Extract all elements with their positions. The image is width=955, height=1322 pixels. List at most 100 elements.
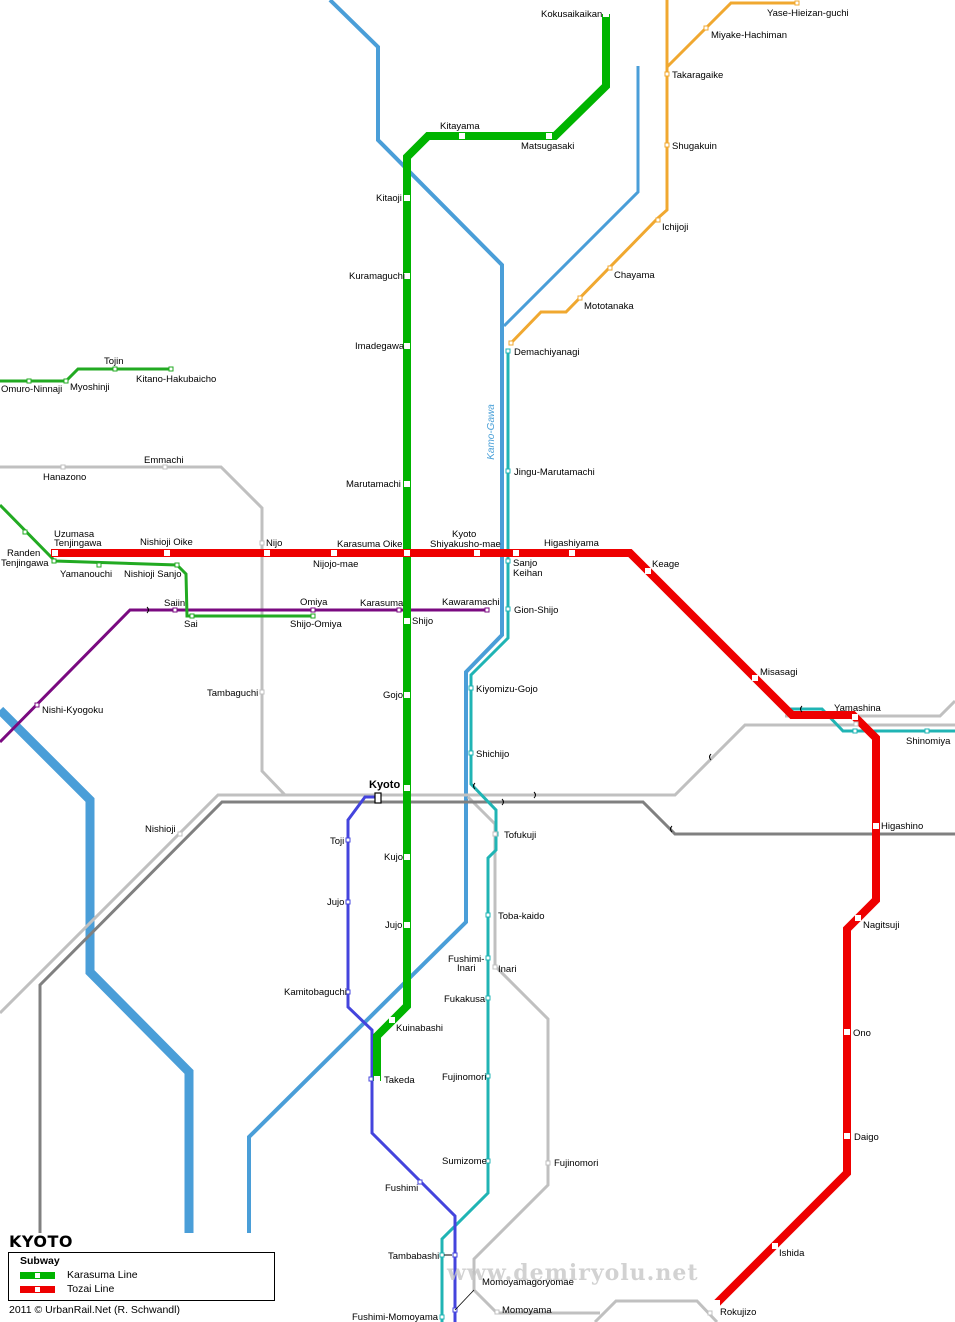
label-nishioji[interactable]: Nishioji bbox=[145, 824, 176, 835]
label-toji[interactable]: Toji bbox=[330, 836, 344, 847]
label-emmachi[interactable]: Emmachi bbox=[144, 455, 184, 466]
label-nishikyogoku[interactable]: Nishi-Kyogoku bbox=[42, 705, 103, 716]
label-uzumasa-2[interactable]: Tenjingawa bbox=[54, 538, 102, 549]
label-fushimi[interactable]: Fushimi bbox=[385, 1183, 418, 1194]
label-shichijo[interactable]: Shichijo bbox=[476, 749, 509, 760]
keihan-main-line bbox=[440, 351, 510, 1322]
label-tofukuji[interactable]: Tofukuji bbox=[504, 830, 536, 841]
label-gion[interactable]: Gion-Shijo bbox=[514, 605, 558, 616]
label-keihan[interactable]: Keihan bbox=[513, 568, 543, 579]
jr-nara-line bbox=[466, 795, 600, 1315]
label-nijo[interactable]: Nijo bbox=[266, 538, 282, 549]
label-saiin[interactable]: Saiin bbox=[164, 598, 185, 609]
label-kyoto[interactable]: Kyoto bbox=[369, 779, 400, 791]
label-misasagi[interactable]: Misasagi bbox=[760, 667, 798, 678]
label-randen-1[interactable]: Randen bbox=[7, 548, 40, 559]
label-kujo[interactable]: Kujo bbox=[384, 852, 403, 863]
label-shinomiya[interactable]: Shinomiya bbox=[906, 736, 951, 747]
label-gojo[interactable]: Gojo bbox=[383, 690, 403, 701]
label-tojin[interactable]: Tojin bbox=[104, 356, 124, 367]
label-rokujizo[interactable]: Rokujizo bbox=[720, 1307, 756, 1318]
label-jujo-kintetsu[interactable]: Jujo bbox=[327, 897, 344, 908]
label-kokusaikaikan[interactable]: Kokusaikaikan bbox=[541, 9, 602, 20]
keihan-keishin-line bbox=[782, 707, 955, 733]
label-takeda[interactable]: Takeda bbox=[384, 1075, 415, 1086]
label-higashiyama[interactable]: Higashiyama bbox=[544, 538, 600, 549]
label-demachiyanagi[interactable]: Demachiyanagi bbox=[514, 347, 579, 358]
label-kawaramachi[interactable]: Kawaramachi bbox=[442, 597, 500, 608]
label-omuro[interactable]: Omuro-Ninnaji bbox=[1, 384, 62, 395]
watermark: www.demiryolu.net bbox=[447, 1260, 699, 1286]
label-karasuma-oike[interactable]: Karasuma Oike bbox=[337, 539, 402, 550]
label-nishioji-sanjo[interactable]: Nishioji Sanjo bbox=[124, 569, 182, 580]
label-fushimiinari-2[interactable]: Inari bbox=[457, 963, 475, 974]
label-inari[interactable]: Inari bbox=[498, 964, 516, 975]
label-shugakuin[interactable]: Shugakuin bbox=[672, 141, 717, 152]
label-tobakaido[interactable]: Toba-kaido bbox=[498, 911, 544, 922]
label-fushimimomoyama[interactable]: Fushimi-Momoyama bbox=[352, 1312, 439, 1322]
label-momoyamagoryomae[interactable]: Momoyamagoryomae bbox=[482, 1277, 574, 1288]
legend-label: Karasuma Line bbox=[67, 1269, 138, 1281]
label-sanjo[interactable]: Sanjo bbox=[513, 558, 537, 569]
label-omiya[interactable]: Omiya bbox=[300, 597, 328, 608]
label-marutamachi[interactable]: Marutamachi bbox=[346, 479, 401, 490]
station-labels: Kokusaikaikan Kitayama Matsugasaki Kitao… bbox=[1, 8, 951, 1322]
jr-lines bbox=[0, 465, 955, 1322]
label-matsugasaki[interactable]: Matsugasaki bbox=[521, 141, 574, 152]
label-keage[interactable]: Keage bbox=[652, 559, 679, 570]
label-shijo-omiya[interactable]: Shijo-Omiya bbox=[290, 619, 342, 630]
label-yamashina[interactable]: Yamashina bbox=[834, 703, 882, 714]
label-ichijoji[interactable]: Ichijoji bbox=[662, 222, 688, 233]
label-imadegawa[interactable]: Imadegawa bbox=[355, 341, 405, 352]
label-shijo[interactable]: Shijo bbox=[412, 616, 433, 627]
label-jingu[interactable]: Jingu-Marutamachi bbox=[514, 467, 595, 478]
jr-tokaido-line bbox=[0, 723, 955, 1015]
label-fushimiinari-1[interactable]: Fushimi- bbox=[448, 954, 484, 965]
label-uzumasa-1[interactable]: Uzumasa bbox=[54, 529, 95, 540]
label-hanazono[interactable]: Hanazono bbox=[43, 472, 86, 483]
label-ishida[interactable]: Ishida bbox=[779, 1248, 805, 1259]
label-mototanaka[interactable]: Mototanaka bbox=[584, 301, 634, 312]
label-karasuma[interactable]: Karasuma bbox=[360, 598, 404, 609]
label-myoshinji[interactable]: Myoshinji bbox=[70, 382, 110, 393]
label-kiyomizu[interactable]: Kiyomizu-Gojo bbox=[476, 684, 538, 695]
label-yamanouchi[interactable]: Yamanouchi bbox=[60, 569, 112, 580]
label-fujinomori-keihan[interactable]: Fujinomori bbox=[442, 1072, 486, 1083]
label-sai[interactable]: Sai bbox=[184, 619, 198, 630]
label-kamitobaguchi[interactable]: Kamitobaguchi bbox=[284, 987, 347, 998]
label-tambaguchi[interactable]: Tambaguchi bbox=[207, 688, 258, 699]
tozai-line[interactable] bbox=[51, 549, 880, 1306]
kyoto-station-marker[interactable] bbox=[374, 792, 382, 804]
label-momoyama[interactable]: Momoyama bbox=[502, 1305, 552, 1316]
label-kitayama[interactable]: Kitayama bbox=[440, 121, 480, 132]
label-nishioji-oike[interactable]: Nishioji Oike bbox=[140, 537, 193, 548]
label-chayama[interactable]: Chayama bbox=[614, 270, 655, 281]
jr-sagano-line bbox=[0, 465, 287, 797]
label-randen-2[interactable]: Tenjingawa bbox=[1, 558, 49, 569]
label-tambabashi[interactable]: Tambabashi bbox=[388, 1251, 439, 1262]
legend-heading: Subway bbox=[20, 1255, 60, 1267]
karasuma-line[interactable] bbox=[373, 14, 610, 1081]
label-sumizome[interactable]: Sumizome bbox=[442, 1156, 487, 1167]
label-kuinabashi[interactable]: Kuinabashi bbox=[396, 1023, 443, 1034]
label-fujinomori-jr[interactable]: Fujinomori bbox=[554, 1158, 598, 1169]
label-nagitsuji[interactable]: Nagitsuji bbox=[863, 920, 899, 931]
label-yase[interactable]: Yase-Hieizan-guchi bbox=[767, 8, 849, 19]
label-takaragaike[interactable]: Takaragaike bbox=[672, 70, 723, 81]
randen-lines bbox=[0, 367, 313, 618]
label-kuramaguchi[interactable]: Kuramaguchi bbox=[349, 271, 405, 282]
legend: Subway Karasuma Line Tozai Line bbox=[8, 1252, 275, 1301]
label-kitano[interactable]: Kitano-Hakubaicho bbox=[136, 374, 216, 385]
label-higashino[interactable]: Higashino bbox=[881, 821, 923, 832]
label-miyake[interactable]: Miyake-Hachiman bbox=[711, 30, 787, 41]
label-fukakusa[interactable]: Fukakusa bbox=[444, 994, 486, 1005]
label-shiyakusho-2[interactable]: Shiyakusho-mae bbox=[430, 539, 501, 550]
tozai-swatch-icon bbox=[20, 1285, 55, 1293]
label-nijojo[interactable]: Nijojo-mae bbox=[313, 559, 358, 570]
label-shiyakusho-1[interactable]: Kyoto bbox=[452, 529, 476, 540]
label-ono[interactable]: Ono bbox=[853, 1028, 871, 1039]
label-kitaoji[interactable]: Kitaoji bbox=[376, 193, 402, 204]
label-jujo-karasuma[interactable]: Jujo bbox=[385, 920, 402, 931]
rivers bbox=[0, 0, 640, 1233]
label-daigo[interactable]: Daigo bbox=[854, 1132, 879, 1143]
